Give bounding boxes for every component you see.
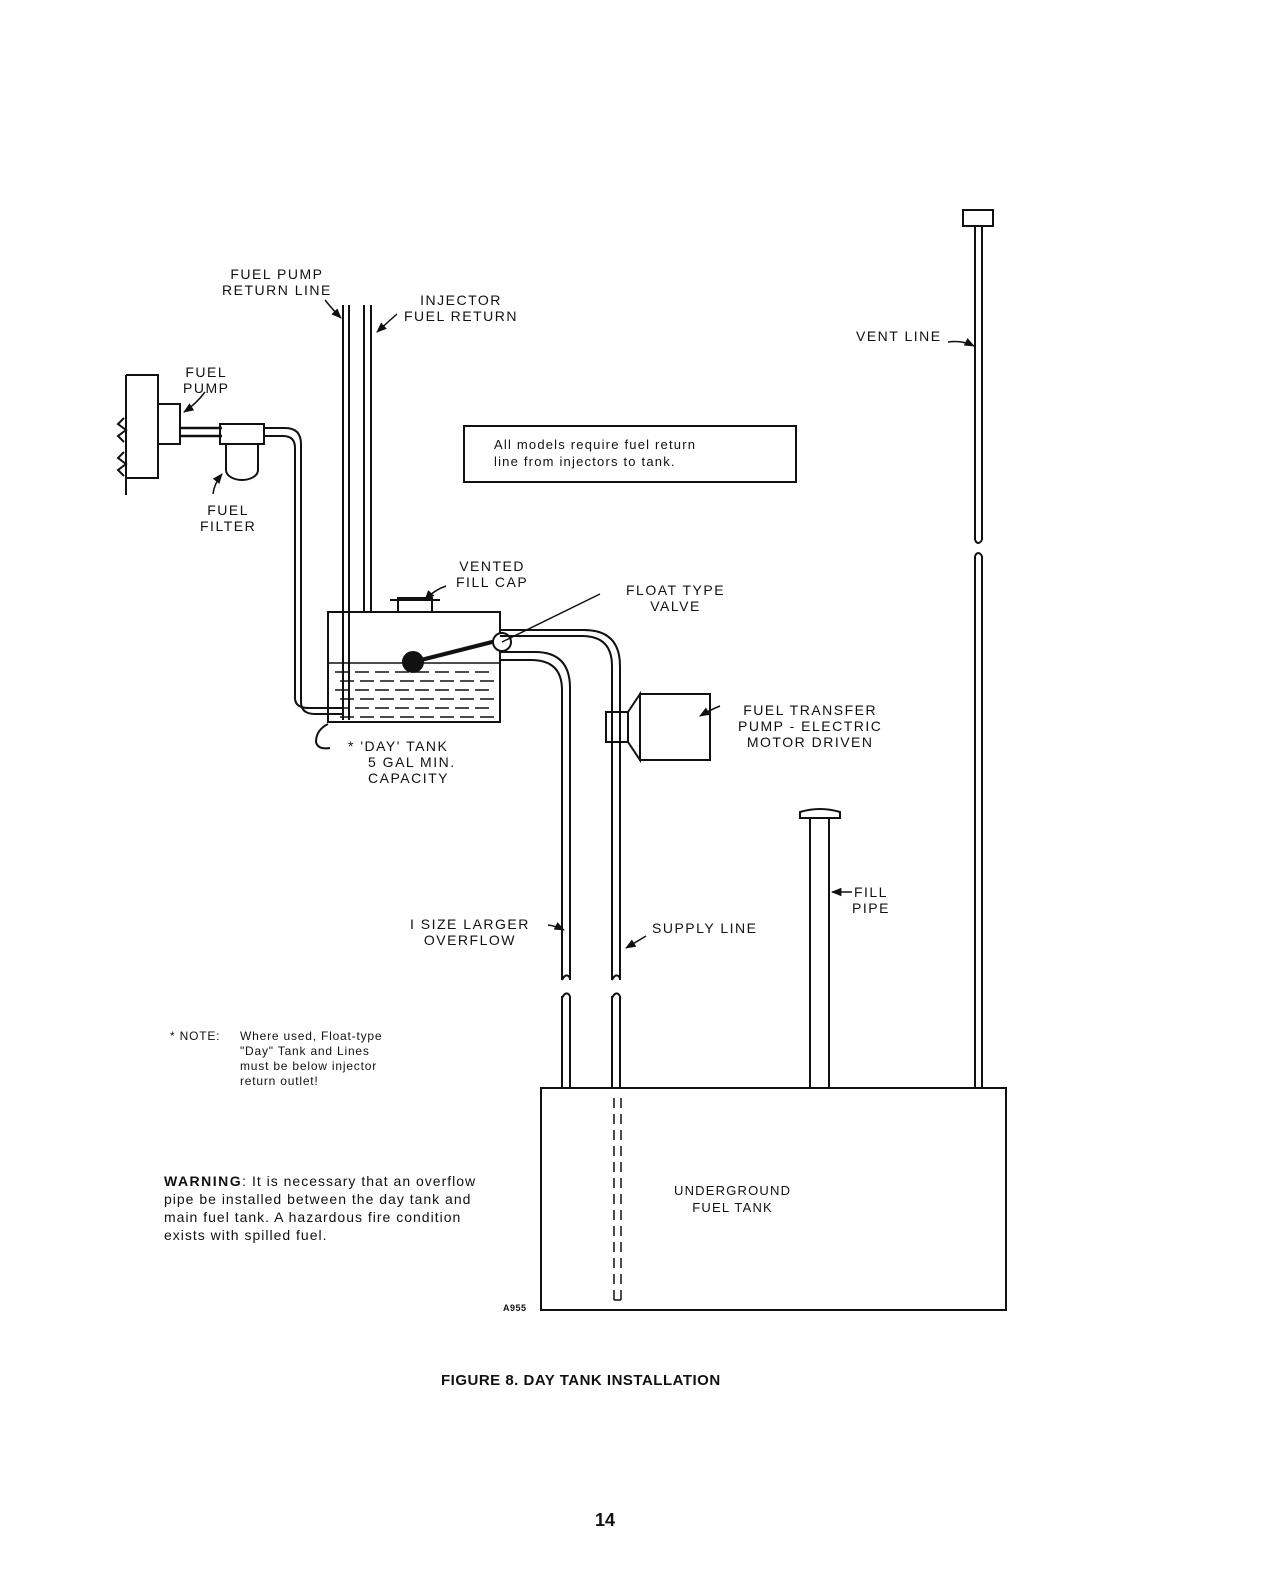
note-prefix: * NOTE: <box>170 1029 221 1043</box>
notice-text: All models require fuel return line from… <box>494 437 697 469</box>
label-fuel-filter: FUEL FILTER <box>200 502 257 534</box>
page-number: 14 <box>595 1510 616 1530</box>
engine-wall <box>116 374 159 495</box>
notice-box <box>463 425 797 483</box>
suction-tube <box>613 1098 622 1300</box>
label-overflow: I SIZE LARGER OVERFLOW <box>410 916 530 948</box>
tank-loop <box>314 723 331 750</box>
label-fuel-pump-return-line: FUEL PUMP RETURN LINE <box>222 266 332 298</box>
label-supply-line: SUPPLY LINE <box>652 920 758 936</box>
overflow-line <box>500 651 571 980</box>
label-underground-fuel-tank: UNDERGROUND FUEL TANK <box>674 1183 792 1215</box>
vent-cap <box>962 209 994 227</box>
fuel-transfer-pump <box>639 693 711 761</box>
label-vented-fill-cap: VENTED FILL CAP <box>456 558 529 590</box>
label-fuel-transfer-pump: FUEL TRANSFER PUMP - ELECTRIC MOTOR DRIV… <box>738 702 883 750</box>
label-day-tank: * 'DAY' TANK 5 GAL MIN. CAPACITY <box>348 738 456 786</box>
warning-text: WARNING: It is necessary that an overflo… <box>164 1173 477 1243</box>
label-fill-pipe: FILL PIPE <box>852 884 890 916</box>
note-text: Where used, Float-type "Day" Tank and Li… <box>240 1029 383 1088</box>
warning-heading: WARNING <box>164 1173 243 1189</box>
underground-fuel-tank <box>540 1087 1007 1311</box>
figure-code: A955 <box>503 1303 527 1313</box>
fill-pipe-cap <box>799 808 841 819</box>
filter-feed-line-outer <box>264 427 342 715</box>
label-float-type-valve: FLOAT TYPE VALVE <box>626 582 726 614</box>
label-fuel-pump: FUEL PUMP <box>183 364 230 396</box>
fuel-filter-head <box>219 423 265 445</box>
label-vent-line: VENT LINE <box>856 328 942 344</box>
leader-arrows <box>183 299 975 949</box>
fuel-pump-body <box>157 403 181 445</box>
vented-fill-cap <box>397 597 433 613</box>
supply-line <box>500 629 621 980</box>
figure-caption: FIGURE 8. DAY TANK INSTALLATION <box>441 1372 721 1389</box>
label-injector-fuel-return: INJECTOR FUEL RETURN <box>404 292 518 324</box>
fuel-filter-bowl <box>225 444 259 481</box>
transfer-pump-coupling <box>605 711 629 743</box>
